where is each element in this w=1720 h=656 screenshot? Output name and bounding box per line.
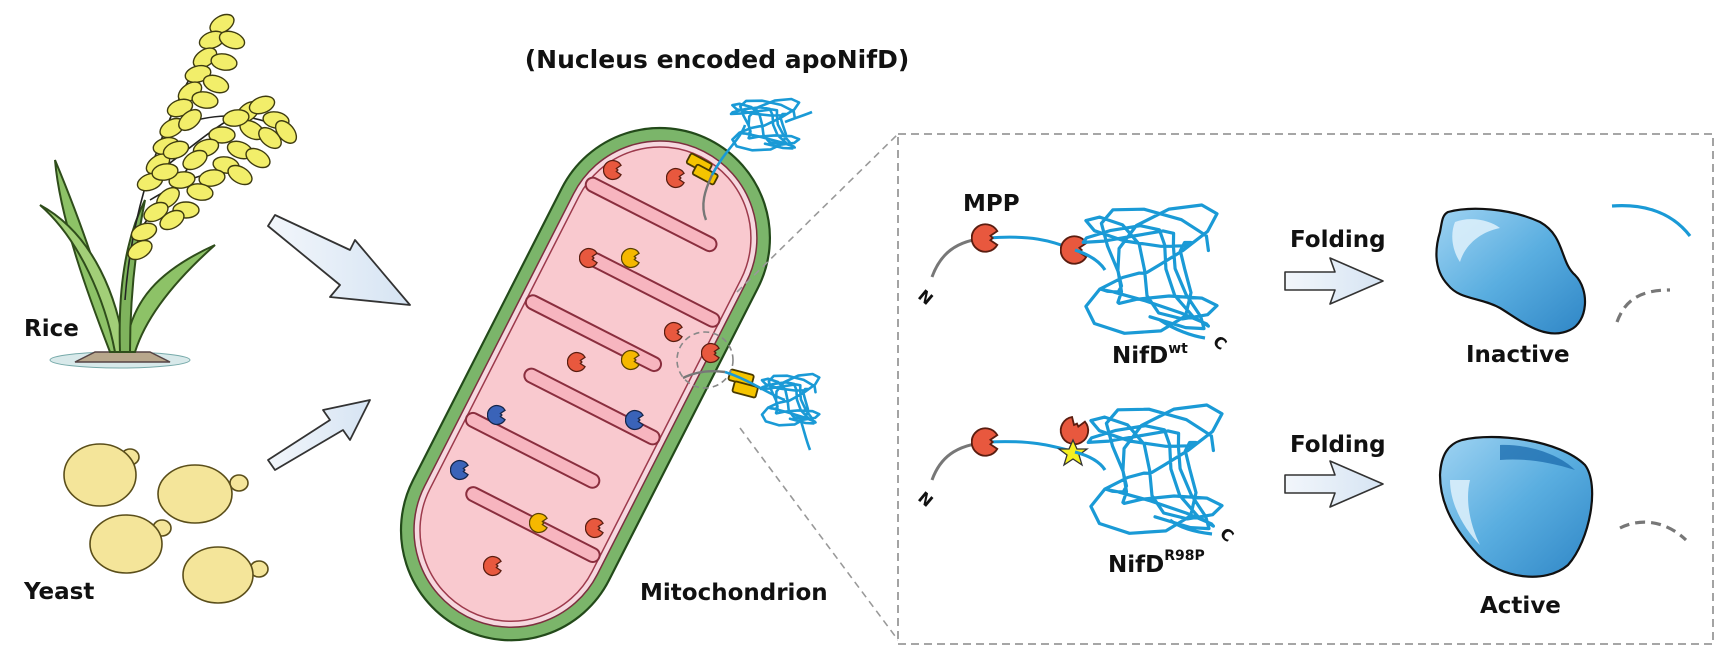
folding-arrow-2 [1284, 460, 1384, 508]
yeast-label: Yeast [23, 579, 94, 605]
protease-icon [529, 512, 548, 534]
folding-label-2: Folding [1290, 432, 1386, 458]
diagram-title: (Nucleus encoded apoNifD) [525, 45, 910, 74]
nifd-wt-label: NifD [1112, 343, 1168, 369]
cleaved-leader-gray [1619, 520, 1688, 542]
yeast-to-mito-arrow [267, 399, 371, 471]
protease-icon [567, 351, 586, 373]
row-wildtype: MPP N C NifDwt Folding Inactive [914, 191, 1692, 369]
r98p-mutation-star-icon [1057, 438, 1089, 467]
inactive-label: Inactive [1466, 342, 1570, 368]
mitochondrion-illustration: Mitochondrion [399, 97, 828, 642]
yeast-cells-illustration: Yeast [23, 443, 269, 605]
protease-icon [664, 321, 683, 343]
mitochondrion-label: Mitochondrion [640, 580, 828, 606]
mpp-label: MPP [963, 191, 1020, 217]
folding-arrow-1 [1284, 257, 1384, 305]
protease-icon [585, 517, 604, 539]
svg-text:NifDR98P: NifDR98P [1108, 548, 1205, 578]
rice-plant-illustration: Rice [24, 13, 298, 369]
cleaved-leader-gray [1615, 288, 1671, 323]
mpp-protease-icon [1060, 235, 1088, 265]
protease-icon [450, 459, 469, 481]
protease-icon [579, 247, 598, 269]
protease-icon [621, 247, 640, 269]
mpp-protease-icon [971, 223, 999, 253]
folding-label-1: Folding [1290, 227, 1386, 253]
rice-to-mito-arrow [267, 214, 411, 306]
protease-icon [625, 409, 644, 431]
row-r98p: N C NifDR98P Folding Active [914, 403, 1688, 619]
nifd-r98p-label: NifD [1108, 552, 1164, 578]
wt-superscript: wt [1168, 341, 1188, 357]
protease-icon [483, 555, 502, 577]
rice-label: Rice [24, 316, 79, 342]
svg-text:NifDwt: NifDwt [1112, 341, 1188, 369]
released-chain-blue [1611, 204, 1692, 237]
active-label: Active [1480, 593, 1561, 619]
zoom-region [676, 331, 734, 389]
protease-icon [701, 342, 720, 364]
protease-icon [603, 159, 622, 181]
protease-icon [666, 167, 685, 189]
detail-panel [897, 133, 1714, 645]
protease-icon [487, 404, 506, 426]
r98p-superscript: R98P [1164, 548, 1205, 564]
mpp-protease-icon [971, 427, 999, 457]
protease-icon [621, 349, 640, 371]
